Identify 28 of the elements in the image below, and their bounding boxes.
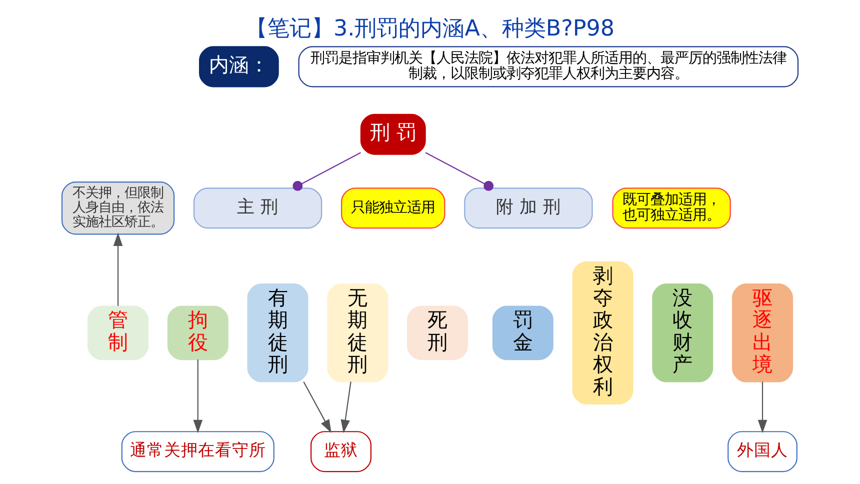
node-box: 内涵：: [199, 46, 279, 87]
node-box: 管制: [88, 305, 149, 360]
node-box: 有期徒刑: [247, 283, 308, 382]
node-box: 不关押，但限制人身自由，依法实施社区矫正。: [61, 180, 175, 234]
diagram-title: 【笔记】3.刑罚的内涵A、种类B?P98: [246, 15, 614, 42]
node-box: 拘役: [167, 305, 228, 360]
node-box: 只能独立适用: [340, 187, 446, 228]
node-box: 刑 罚: [360, 113, 426, 154]
node-box: 驱逐出境: [732, 283, 793, 382]
node-box: 外国人: [728, 430, 798, 472]
arrow: [193, 359, 203, 433]
arrow: [340, 381, 352, 433]
node-box: 无期徒刑: [327, 283, 388, 382]
node-box: 剥夺政治权利: [572, 260, 634, 404]
node-box: 死刑: [406, 305, 468, 360]
node-box: 罚金: [492, 305, 554, 360]
connector: [292, 152, 361, 190]
node-box: 附 加 刑: [464, 187, 593, 228]
arrow: [303, 380, 332, 432]
arrow: [113, 232, 123, 306]
node-box: 既可叠加适用，也可独立适用。: [612, 187, 731, 228]
node-box: 主 刑: [193, 187, 322, 228]
node-box: 刑罚是指审判机关【人民法院】依法对犯罪人所适用的、最严厉的强制性法律制裁，以限制或剥夺犯罪人权利为主要内容。: [298, 46, 799, 87]
node-box: 通常关押在看守所: [121, 430, 274, 472]
node-box: 监狱: [310, 430, 372, 472]
node-box: 没收财产: [652, 283, 714, 382]
arrow: [758, 381, 768, 433]
connector: [425, 152, 494, 190]
